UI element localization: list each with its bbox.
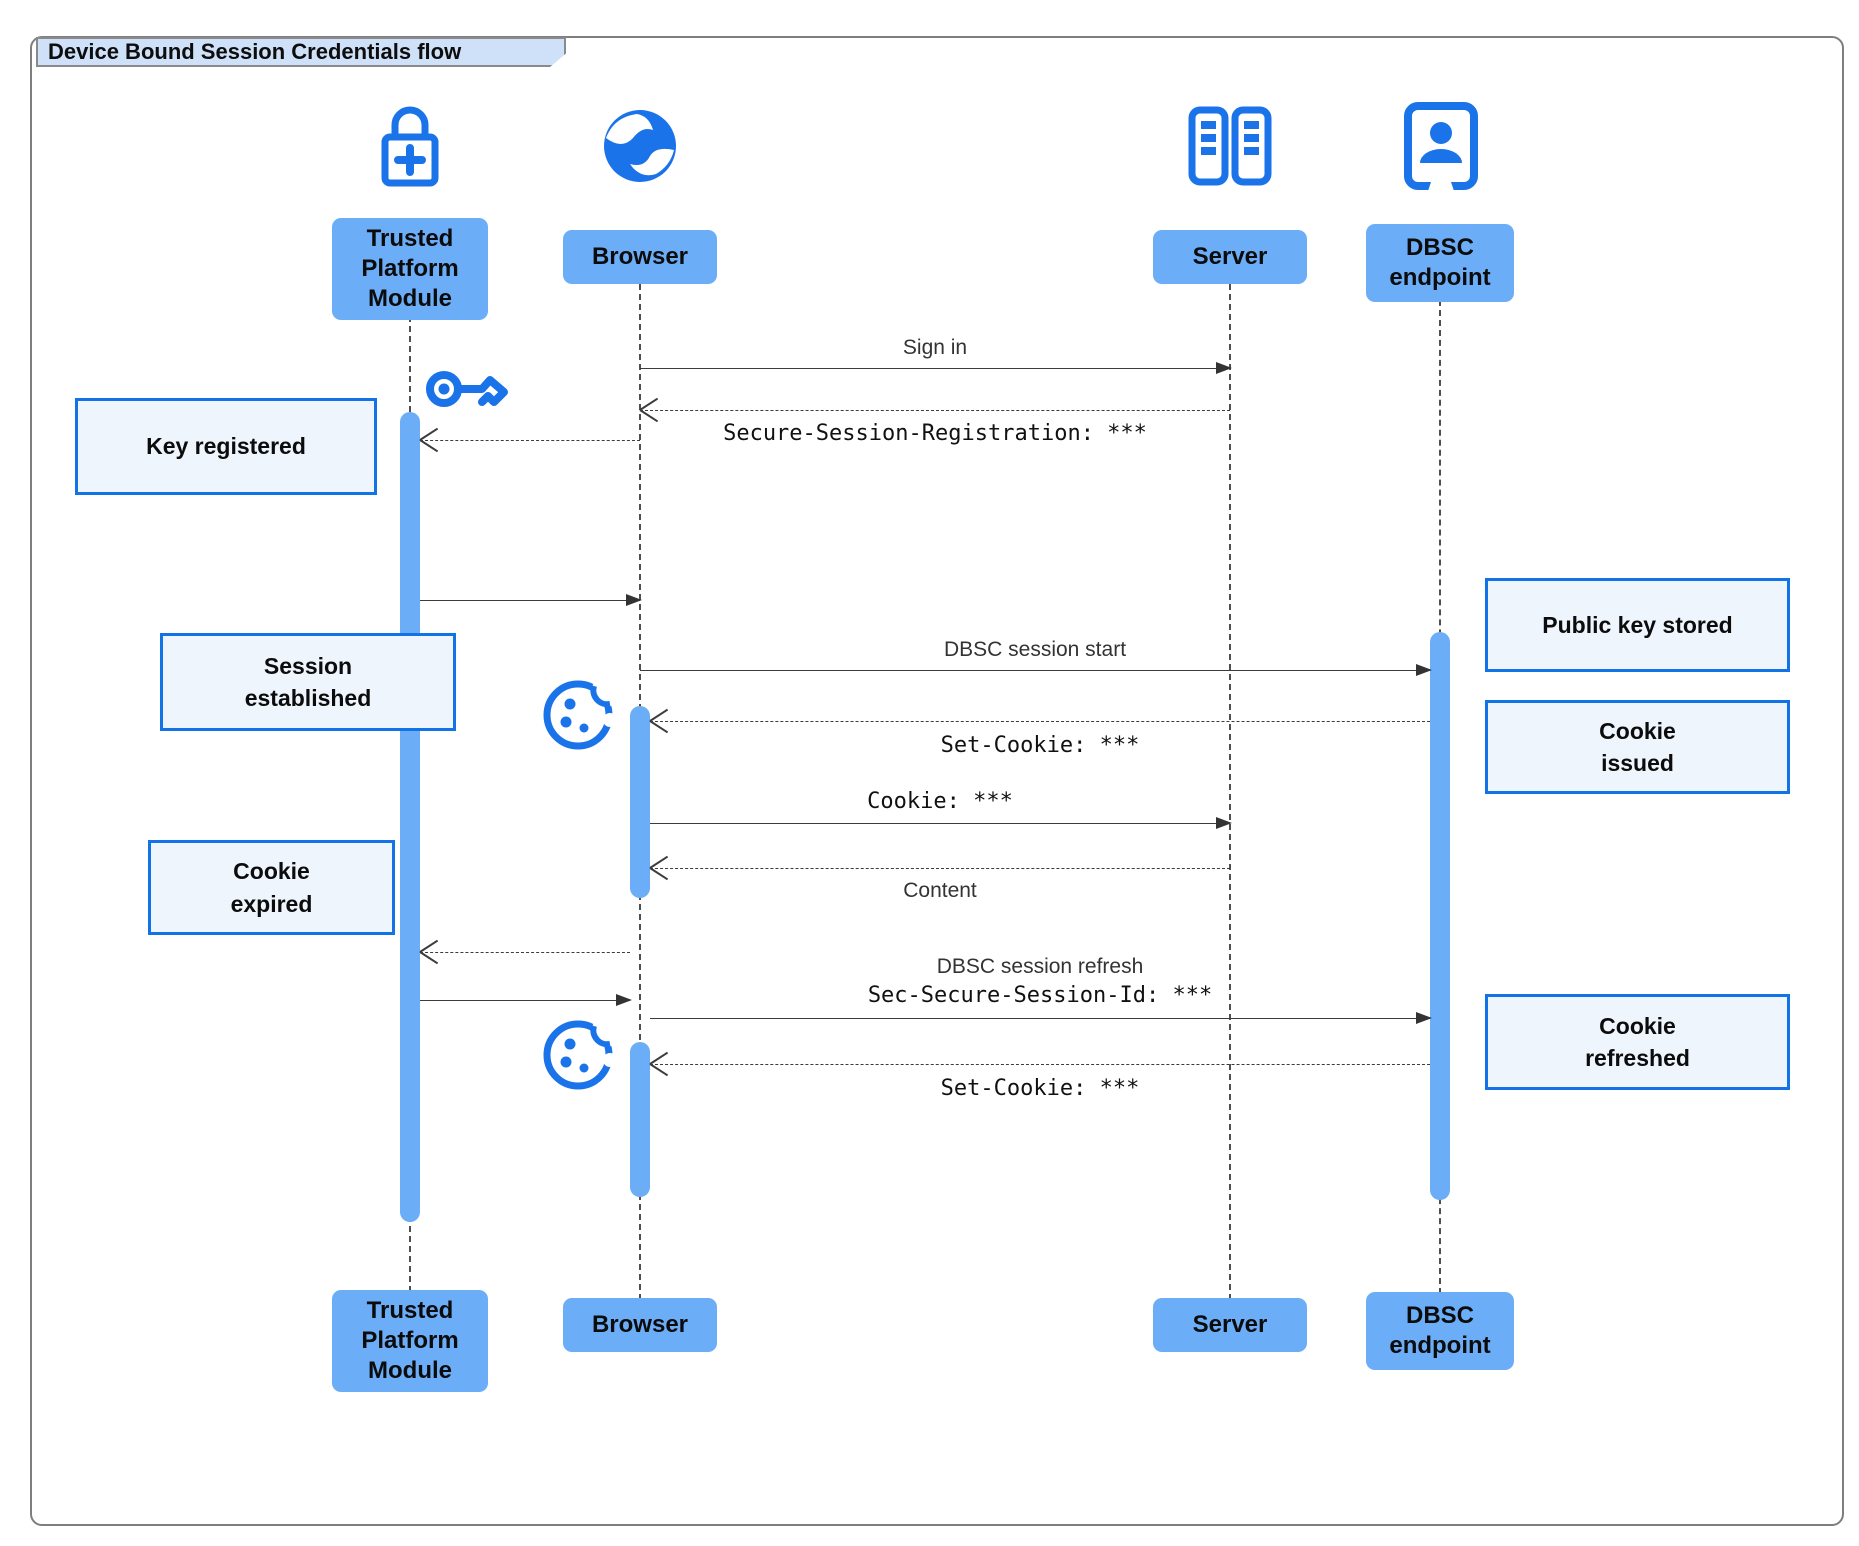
message-label: DBSC session refresh (936, 955, 1144, 978)
actor-server-bottom: Server (1153, 1298, 1307, 1352)
note-cookie-expired: Cookie expired (148, 840, 395, 935)
message-label: DBSC session start (943, 638, 1127, 661)
activation-bar-browser-2 (630, 1042, 650, 1197)
note-session-established: Session established (160, 633, 456, 731)
arrowhead-icon (1416, 664, 1432, 676)
message-label: Sign in (902, 336, 968, 359)
actor-tpm-top: Trusted Platform Module (332, 218, 488, 320)
globe-icon (604, 110, 676, 182)
message-label: Sec-Secure-Session-Id: *** (867, 983, 1213, 1008)
arrowhead-icon (626, 594, 642, 606)
id-badge-icon (1404, 102, 1478, 191)
activation-bar-dbsc (1430, 632, 1450, 1200)
actor-server-top: Server (1153, 230, 1307, 284)
actor-browser-bottom: Browser (563, 1298, 717, 1352)
actor-dbsc-top: DBSC endpoint (1366, 224, 1514, 302)
arrowhead-icon (1216, 362, 1232, 374)
cookie-icon (543, 1017, 618, 1090)
actor-browser-top: Browser (563, 230, 717, 284)
key-icon (426, 371, 508, 407)
message-label: Set-Cookie: *** (940, 1076, 1140, 1101)
arrowhead-icon (1416, 1012, 1432, 1024)
actor-tpm-bottom: Trusted Platform Module (332, 1290, 488, 1392)
message-label: Content (903, 879, 977, 902)
activation-bar-tpm (400, 412, 420, 1222)
message-label: Set-Cookie: *** (940, 733, 1140, 758)
arrowhead-icon (616, 994, 632, 1006)
note-public-key-stored: Public key stored (1485, 578, 1790, 672)
activation-bar-browser-1 (630, 706, 650, 898)
actor-dbsc-bottom: DBSC endpoint (1366, 1292, 1514, 1370)
note-cookie-issued: Cookie issued (1485, 700, 1790, 794)
diagram-title: Device Bound Session Credentials flow (36, 37, 566, 67)
lifeline-server (1229, 284, 1231, 1300)
message-label: Cookie: *** (867, 789, 1013, 814)
message-label: Secure-Session-Registration: *** (723, 421, 1147, 446)
note-key-registered: Key registered (75, 398, 377, 495)
cookie-icon (543, 677, 618, 750)
lock-plus-icon (381, 106, 439, 187)
arrowhead-icon (1216, 817, 1232, 829)
note-cookie-refreshed: Cookie refreshed (1485, 994, 1790, 1090)
server-rack-icon (1188, 106, 1272, 186)
